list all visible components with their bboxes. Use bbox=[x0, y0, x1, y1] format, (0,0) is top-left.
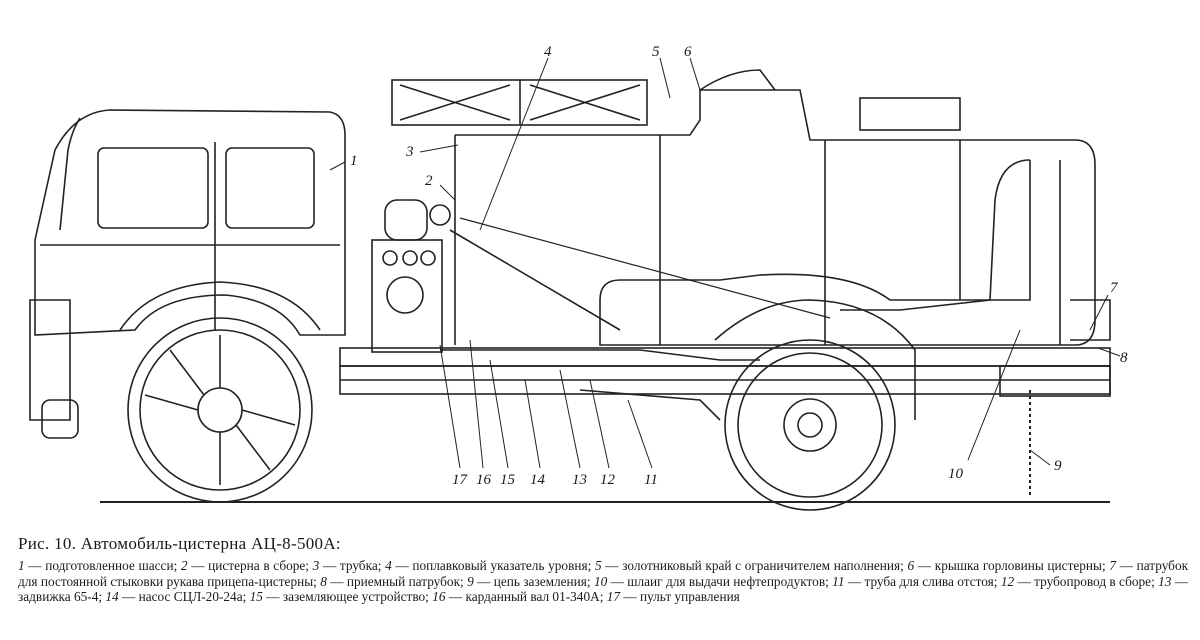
callout-8: 8 bbox=[1120, 350, 1128, 366]
legend-item: 3 — трубка; bbox=[312, 558, 382, 573]
front-wheel bbox=[119, 281, 321, 503]
legend-number: 13 bbox=[1158, 573, 1172, 589]
legend-text: приемный патрубок; bbox=[346, 573, 464, 589]
legend-text: трубка; bbox=[339, 558, 382, 573]
legend-item: 13 — задвижка 65-4; bbox=[18, 573, 1189, 605]
legend-text: пульт управления bbox=[639, 589, 740, 604]
legend-item: 2 — цистерна в сборе; bbox=[180, 558, 309, 573]
legend-text: цепь заземления; bbox=[493, 573, 591, 589]
callout-15: 15 bbox=[500, 472, 516, 488]
callout-2: 2 bbox=[425, 173, 433, 189]
callout-14: 14 bbox=[530, 472, 546, 488]
piping bbox=[440, 159, 1111, 421]
legend-text: золотниковый край с ограничителем наполн… bbox=[622, 558, 904, 573]
legend-number: 14 bbox=[105, 589, 119, 604]
legend-number: 17 bbox=[606, 589, 621, 604]
caption-title: Рис. 10. Автомобиль-цистерна АЦ-8-500А: bbox=[18, 534, 341, 553]
legend-number: 10 bbox=[593, 573, 608, 589]
callout-5: 5 bbox=[652, 44, 660, 60]
callout-1: 1 bbox=[350, 153, 358, 169]
legend-item: 7 — патрубок для постоянной стыковки рук… bbox=[18, 558, 1189, 589]
callout-10: 10 bbox=[948, 466, 964, 482]
legend-number: 1 bbox=[18, 558, 25, 573]
legend-item: 11 — труба для слива отстоя; bbox=[832, 573, 998, 589]
chassis-frame bbox=[339, 347, 1111, 397]
legend-text: насос СЦЛ-20-24а; bbox=[138, 589, 247, 604]
callout-16: 16 bbox=[476, 472, 492, 488]
callout-6: 6 bbox=[684, 44, 692, 60]
callout-labels: 1 2 3 4 5 6 7 8 9 10 11 12 13 14 15 16 1… bbox=[350, 44, 1128, 488]
legend-item: 5 — золотниковый край с ограничителем на… bbox=[594, 558, 904, 573]
legend-number: 8 bbox=[320, 573, 327, 589]
legend-text: трубопровод в сборе; bbox=[1034, 573, 1155, 589]
legend-number: 16 bbox=[432, 589, 446, 604]
legend-item: 9 — цепь заземления; bbox=[467, 573, 591, 589]
legend-item: 8 — приемный патрубок; bbox=[320, 573, 464, 589]
cab bbox=[29, 109, 346, 439]
legend-item: 17 — пульт управления bbox=[606, 589, 740, 604]
legend-text: карданный вал 01-340А; bbox=[465, 589, 604, 604]
legend-number: 5 bbox=[594, 558, 602, 573]
legend-number: 15 bbox=[249, 589, 263, 604]
legend-item: 15 — заземляющее устройство; bbox=[249, 589, 429, 604]
tank bbox=[454, 69, 1096, 346]
legend-text: труба для слива отстоя; bbox=[864, 573, 998, 589]
figure-caption: Рис. 10. Автомобиль-цистерна АЦ-8-500А: … bbox=[18, 534, 1188, 605]
legend-item: 4 — поплавковый указатель уровня; bbox=[385, 558, 592, 573]
legend-number: 11 bbox=[832, 573, 845, 589]
legend-text: подготовленное шасси; bbox=[45, 558, 178, 573]
caption-legend: 1 — подготовленное шасси; 2 — цистерна в… bbox=[18, 558, 1188, 605]
callout-9: 9 bbox=[1054, 458, 1062, 474]
legend-text: заземляющее устройство; bbox=[282, 589, 429, 604]
legend-number: 6 bbox=[907, 558, 915, 573]
legend-number: 2 bbox=[180, 558, 188, 573]
control-panel bbox=[371, 199, 451, 353]
legend-item: 10 — шлаиг для выдачи нефтепродуктов; bbox=[593, 573, 829, 589]
legend-number: 4 bbox=[385, 558, 392, 573]
legend-item: 6 — крышка горловины цистерны; bbox=[907, 558, 1106, 573]
legend-number: 7 bbox=[1109, 558, 1116, 573]
legend-text: цистерна в сборе; bbox=[208, 558, 309, 573]
legend-number: 9 bbox=[467, 573, 474, 589]
legend-item: 16 — карданный вал 01-340А; bbox=[432, 589, 604, 604]
callout-12: 12 bbox=[600, 472, 616, 488]
legend-item: 1 — подготовленное шасси; bbox=[18, 558, 178, 573]
leader-lines bbox=[329, 57, 1121, 469]
legend-text: шлаиг для выдачи нефтепродуктов; bbox=[627, 573, 829, 589]
truck-drawing: 1 2 3 4 5 6 7 8 9 10 11 12 13 14 15 16 1… bbox=[29, 44, 1128, 511]
hose-box bbox=[391, 79, 648, 126]
legend-text: крышка горловины цистерны; bbox=[934, 558, 1106, 573]
legend-item: 12 — трубопровод в сборе; bbox=[1000, 573, 1155, 589]
callout-3: 3 bbox=[405, 144, 414, 160]
callout-13: 13 bbox=[572, 472, 587, 488]
legend-number: 3 bbox=[312, 558, 320, 573]
callout-7: 7 bbox=[1110, 280, 1119, 296]
legend-number: 12 bbox=[1000, 573, 1015, 589]
callout-11: 11 bbox=[644, 472, 658, 488]
legend-text: задвижка 65-4; bbox=[18, 589, 103, 604]
callout-17: 17 bbox=[452, 472, 469, 488]
legend-text: поплавковый указатель уровня; bbox=[412, 558, 592, 573]
legend-item: 14 — насос СЦЛ-20-24а; bbox=[105, 589, 247, 604]
rear-wheel bbox=[714, 299, 916, 511]
callout-4: 4 bbox=[544, 44, 552, 60]
legend-text: патрубок для постоянной стыковки рукава … bbox=[18, 558, 1189, 589]
